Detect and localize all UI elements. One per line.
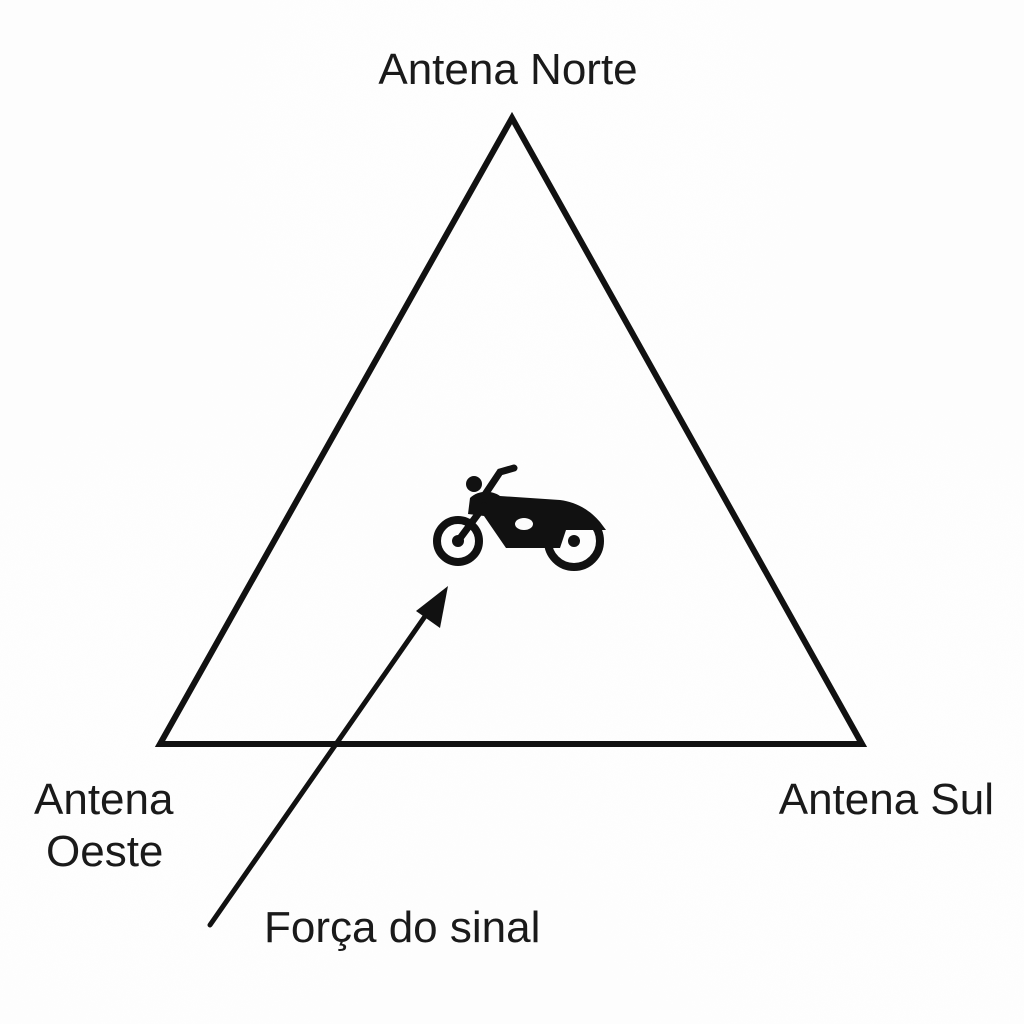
label-antena-oeste-line2: Oeste <box>46 827 163 876</box>
label-antena-norte: Antena Norte <box>378 45 637 94</box>
triangle-outline <box>154 111 868 747</box>
arrow-icon <box>207 586 448 928</box>
label-forca-do-sinal: Força do sinal <box>264 903 540 952</box>
label-antena-sul: Antena Sul <box>779 775 994 824</box>
label-antena-oeste-line1: Antena <box>34 775 174 824</box>
motorcycle-icon <box>433 464 606 571</box>
